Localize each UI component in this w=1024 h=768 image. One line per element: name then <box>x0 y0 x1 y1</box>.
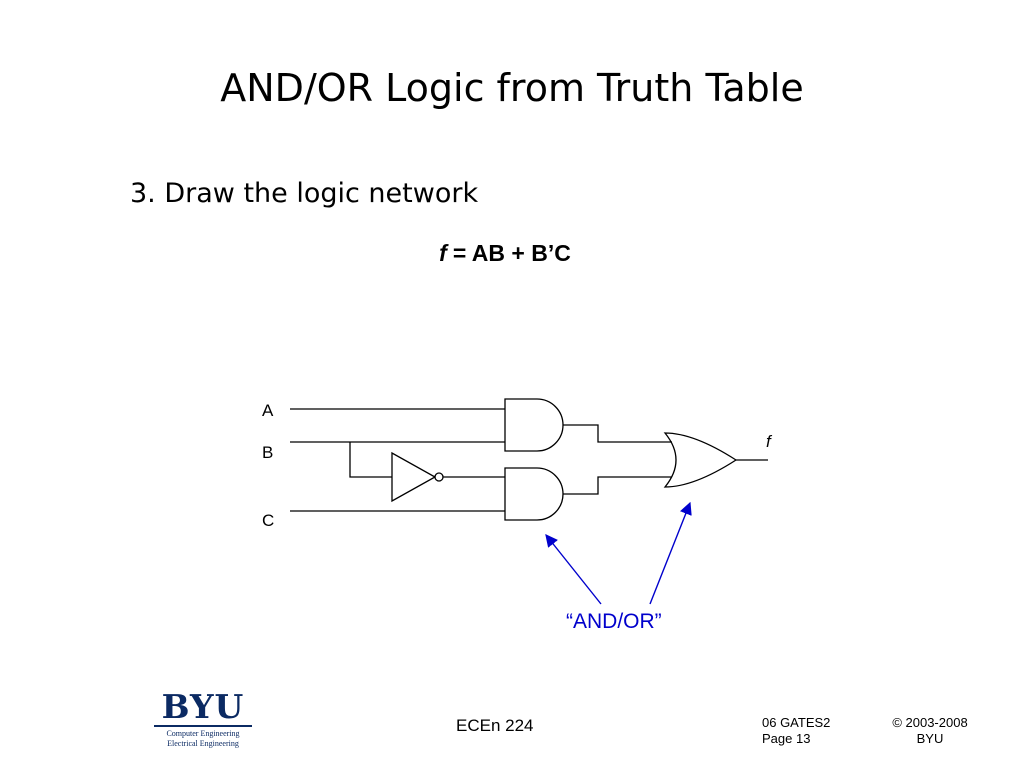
byu-logo-rule <box>154 725 252 727</box>
annotation-arrow-or <box>649 501 692 605</box>
input-label-a: A <box>262 401 274 420</box>
slide-title: AND/OR Logic from Truth Table <box>220 66 804 110</box>
equation-output-var: f <box>439 240 447 266</box>
byu-logo-line2: Electrical Engineering <box>167 739 239 748</box>
input-label-b: B <box>262 443 273 462</box>
not-gate <box>391 451 437 503</box>
equation: f= AB + B’C <box>0 240 1010 267</box>
or-gate <box>663 432 738 488</box>
footer-copyright: © 2003-2008 BYU <box>880 715 980 747</box>
footer-course: ECEn 224 <box>456 716 534 735</box>
equation-rhs: = AB + B’C <box>452 240 571 266</box>
byu-logo-line1: Computer Engineering <box>166 729 240 738</box>
footer-deck: 06 GATES2 <box>762 715 831 730</box>
footer-copyright-years: © 2003-2008 <box>892 715 968 730</box>
output-label-f: f <box>766 432 773 451</box>
byu-logo-wordmark: BYU <box>161 687 245 726</box>
and-gate-bottom <box>504 467 564 521</box>
input-label-c: C <box>262 511 274 530</box>
annotation-arrow-and <box>545 534 602 605</box>
annotation-label: “AND/OR” <box>566 610 662 633</box>
footer-page: Page 13 <box>762 731 811 746</box>
bullet-step: 3. Draw the logic network <box>130 178 479 209</box>
not-gate-bubble <box>434 472 444 482</box>
wire-and-bottom-out <box>563 476 672 495</box>
and-gate-top <box>504 398 564 452</box>
byu-logo: BYU Computer Engineering Electrical Engi… <box>150 690 256 749</box>
footer-org: BYU <box>916 731 944 746</box>
wire-b-branch <box>349 442 392 478</box>
footer-slide-info: 06 GATES2 Page 13 <box>762 715 830 747</box>
wire-and-top-out <box>563 424 672 443</box>
